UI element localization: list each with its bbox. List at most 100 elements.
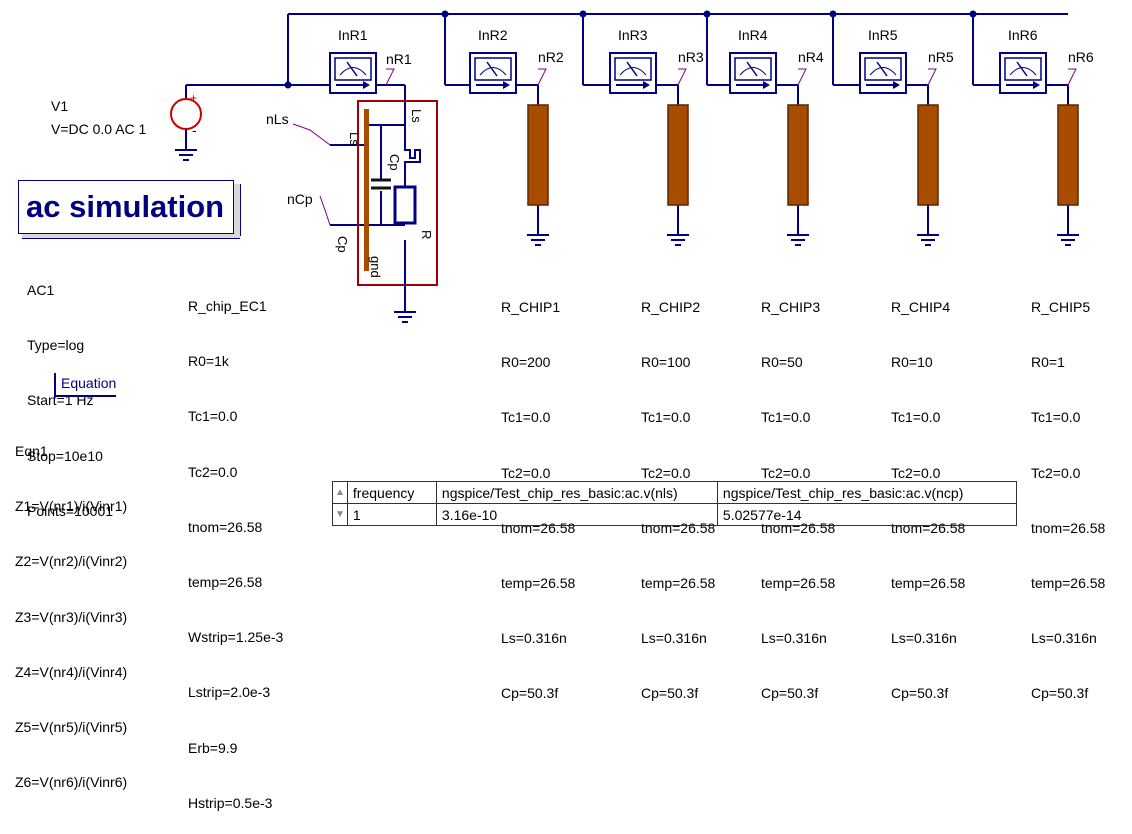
- simulation-name: AC1: [27, 282, 55, 298]
- ammeter-symbols: [329, 52, 1047, 94]
- chip-param: Ls=0.316n: [501, 630, 567, 647]
- chip-param: temp=26.58: [891, 574, 966, 591]
- chip-properties: R_CHIP5 R0=1 Tc1=0.0 Tc2=0.0 tnom=26.58 …: [1031, 267, 1105, 725]
- chip-param: temp=26.58: [641, 574, 716, 591]
- ammeter-name: InR2: [478, 27, 508, 43]
- ammeter-icon[interactable]: [999, 52, 1047, 94]
- ground-icon: [527, 234, 549, 246]
- ammeter-icon[interactable]: [859, 52, 907, 94]
- chip-param: Cp=50.3f: [641, 685, 699, 702]
- sim-box-frame: [18, 180, 234, 234]
- chip-param: temp=26.58: [761, 574, 836, 591]
- simulation-param: Type=log: [27, 337, 85, 354]
- svg-text:-: -: [192, 122, 197, 138]
- chip-param: Tc1=0.0: [1031, 409, 1081, 426]
- chip-name: R_CHIP4: [891, 299, 951, 315]
- chip-name: R_CHIP5: [1031, 299, 1091, 315]
- ammeter-name: InR4: [738, 27, 768, 43]
- chip-ec-param: tnom=26.58: [188, 518, 263, 535]
- node-label: nR6: [1068, 49, 1094, 65]
- table-header: frequency: [346, 481, 437, 504]
- chip-param: Cp=50.3f: [501, 685, 559, 702]
- source-name: V1: [51, 98, 69, 114]
- results-table[interactable]: ▲ frequency ngspice/Test_chip_res_basic:…: [332, 481, 1017, 526]
- equation-expr: Z5=V(nr5)/i(Vinr5): [15, 718, 128, 735]
- chip-ec-inner-label-gnd: gnd: [368, 256, 383, 278]
- chip-ec-param: temp=26.58: [188, 573, 263, 590]
- chip-param: tnom=26.58: [1031, 519, 1106, 536]
- ground-icon: [667, 234, 689, 246]
- chip-param: Tc2=0.0: [891, 464, 941, 481]
- table-cell: 5.02577e-14: [716, 503, 1017, 526]
- chip-param: Tc2=0.0: [1031, 464, 1081, 481]
- ac-simulation-block[interactable]: ac simulation: [18, 180, 241, 239]
- chip-resistor-body[interactable]: [1057, 104, 1079, 206]
- chip-param: Ls=0.316n: [641, 630, 707, 647]
- ammeter-icon[interactable]: [609, 52, 657, 94]
- node-label-lines: [292, 68, 1077, 226]
- simulation-title: ac simulation: [26, 189, 225, 224]
- chip-param: Tc1=0.0: [501, 409, 551, 426]
- chip-param: temp=26.58: [501, 574, 576, 591]
- chip-name: R_CHIP2: [641, 299, 701, 315]
- equation-expr: Z1=V(nr1)/i(Vinr1): [15, 498, 128, 515]
- chip-ec-param: Tc1=0.0: [188, 408, 238, 425]
- svg-text:+: +: [190, 91, 197, 105]
- table-header: ngspice/Test_chip_res_basic:ac.v(nls): [435, 481, 718, 504]
- ammeter-icon[interactable]: [469, 52, 517, 94]
- wires: [185, 13, 1069, 312]
- scroll-down-icon[interactable]: ▼: [332, 503, 348, 526]
- ground-icon: [1057, 234, 1079, 246]
- node-label: nR4: [798, 49, 824, 65]
- chip-ec-param: R0=1k: [188, 353, 229, 370]
- resistor-symbols: [527, 104, 1079, 206]
- ammeter-name: InR3: [618, 27, 648, 43]
- chip-ec-inner-label-r: R: [419, 230, 434, 239]
- ammeter-icon[interactable]: [729, 52, 777, 94]
- table-cell: 3.16e-10: [435, 503, 718, 526]
- ground-icon: [175, 149, 197, 161]
- chip-param: R0=100: [641, 354, 691, 371]
- chip-ec-properties: R_chip_EC1 R0=1k Tc1=0.0 Tc2=0.0 tnom=26…: [188, 266, 283, 834]
- ammeter-name: InR1: [338, 27, 368, 43]
- ground-icon: [394, 311, 416, 323]
- chip-param: temp=26.58: [1031, 574, 1106, 591]
- chip-resistor-body[interactable]: [527, 104, 549, 206]
- node-label-nls: nLs: [266, 111, 289, 127]
- chip-ec-pin-label-cp: Cp: [335, 236, 350, 253]
- equation-expr: Z2=V(nr2)/i(Vinr2): [15, 553, 128, 570]
- chip-param: R0=50: [761, 354, 803, 371]
- chip-ec-symbol[interactable]: Ls Cp Ls Cp R gnd: [335, 100, 438, 286]
- chip-name: R_CHIP3: [761, 299, 821, 315]
- node-label-ncp: nCp: [287, 191, 313, 207]
- chip-ec-inner-label-ls: Ls: [409, 109, 424, 123]
- node-label: nR3: [678, 49, 704, 65]
- ammeter-name: InR5: [868, 27, 898, 43]
- chip-resistor-body[interactable]: [917, 104, 939, 206]
- ground-icon: [917, 234, 939, 246]
- chip-param: Tc2=0.0: [501, 464, 551, 481]
- equation-expr: Z4=V(nr4)/i(Vinr4): [15, 663, 128, 680]
- voltage-source-symbol[interactable]: + -: [170, 85, 202, 138]
- chip-ec-pin-label-ls: Ls: [347, 132, 362, 146]
- sim-box-shadow-bottom: [22, 232, 240, 239]
- ammeter-name: InR6: [1008, 27, 1038, 43]
- node-label: nR2: [538, 49, 564, 65]
- chip-param: Ls=0.316n: [1031, 630, 1097, 647]
- chip-param: R0=10: [891, 354, 933, 371]
- scroll-up-icon[interactable]: ▲: [332, 481, 348, 504]
- ammeter-icon[interactable]: [329, 52, 377, 94]
- chip-param: Ls=0.316n: [891, 630, 957, 647]
- node-label: nR5: [928, 49, 954, 65]
- sim-box-shadow-right: [234, 184, 241, 236]
- chip-param: R0=1: [1031, 354, 1065, 371]
- chip-param: Tc1=0.0: [641, 409, 691, 426]
- chip-resistor-body[interactable]: [787, 104, 809, 206]
- chip-name: R_CHIP1: [501, 299, 561, 315]
- chip-param: Ls=0.316n: [761, 630, 827, 647]
- chip-resistor-body[interactable]: [667, 104, 689, 206]
- chip-param: Tc2=0.0: [761, 464, 811, 481]
- chip-ec-param: Wstrip=1.25e-3: [188, 629, 284, 646]
- equation-label[interactable]: Equation: [54, 373, 117, 397]
- equation-name: Eqn1: [15, 443, 48, 459]
